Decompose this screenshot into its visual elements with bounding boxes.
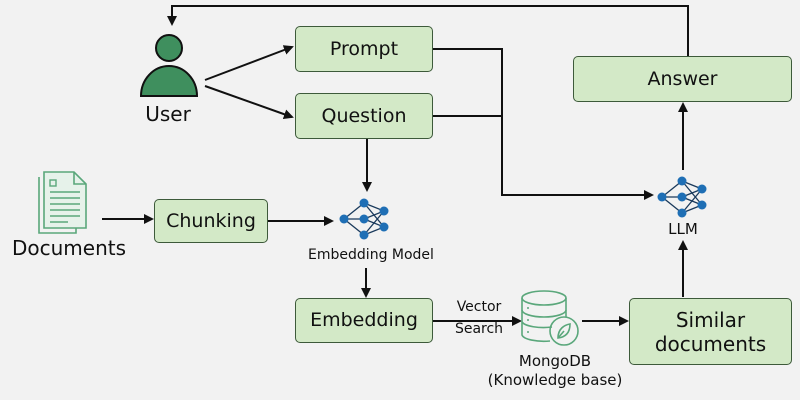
- llm-label: LLM: [668, 220, 698, 238]
- mongodb-title: MongoDB: [518, 352, 592, 370]
- embedding-model-network-icon: [339, 198, 389, 240]
- embedding-model-label: Embedding Model: [308, 247, 434, 263]
- chunking-node: Chunking: [154, 199, 268, 243]
- mongodb-label: MongoDB (Knowledge base): [460, 352, 650, 390]
- documents-label: Documents: [11, 236, 127, 260]
- user-icon: [139, 34, 199, 97]
- documents-icon: [38, 171, 87, 234]
- embedding-node: Embedding: [295, 298, 433, 343]
- user-label: User: [145, 102, 191, 126]
- edge-user-prompt: [204, 45, 294, 81]
- edge-answer-user: [167, 5, 689, 56]
- similar-documents-line2: documents: [654, 331, 767, 356]
- llm-network-icon: [657, 176, 707, 218]
- vector-label-line2: Search: [454, 321, 504, 338]
- mongodb-database-icon: [521, 290, 579, 346]
- similar-documents-line1: Similar: [675, 307, 746, 332]
- question-node: Question: [295, 93, 433, 139]
- vector-search-label: Vector Search: [444, 296, 514, 341]
- prompt-node: Prompt: [295, 26, 433, 72]
- edge-prompt-llm: [433, 48, 654, 200]
- similar-documents-node: Similar documents: [629, 298, 792, 365]
- answer-node: Answer: [573, 56, 792, 102]
- mongodb-subtitle: (Knowledge base): [487, 370, 623, 389]
- edge-user-question: [204, 85, 294, 120]
- vector-label-line1: Vector: [456, 299, 502, 315]
